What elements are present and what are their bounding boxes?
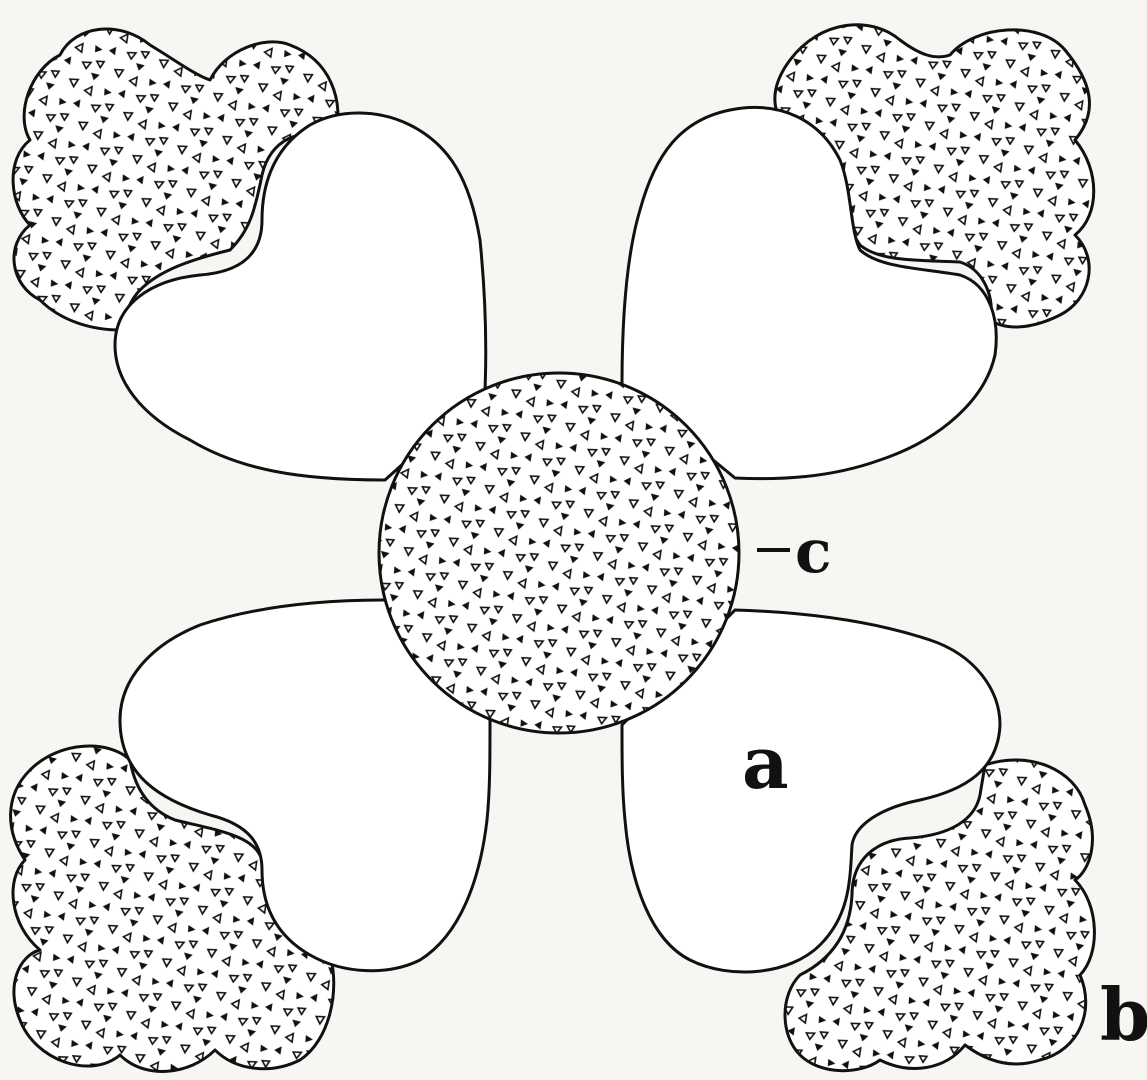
- label-c: c: [795, 517, 832, 587]
- flower-center-circle: [379, 373, 739, 733]
- label-a: a: [742, 720, 789, 805]
- label-b: b: [1100, 972, 1147, 1057]
